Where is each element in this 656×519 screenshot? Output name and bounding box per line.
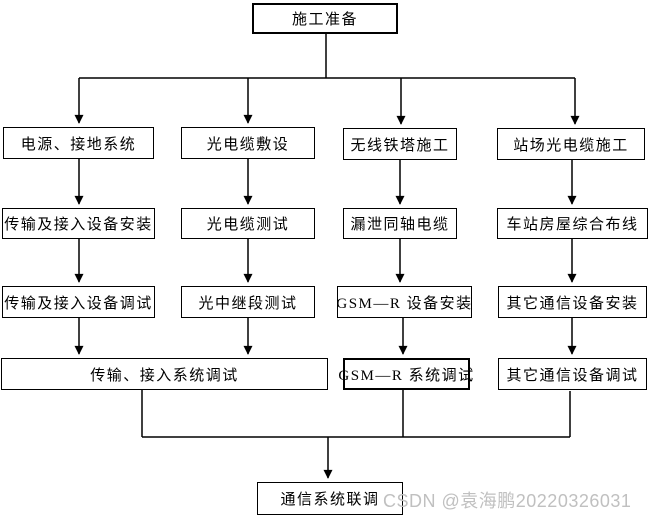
node-comm-system-joint-debug: 通信系统联调 [257,482,403,515]
node-transmission-access-equipment-install: 传输及接入设备安装 [2,208,155,239]
node-construction-preparation: 施工准备 [252,3,398,34]
node-wireless-tower-construction: 无线铁塔施工 [343,128,457,160]
node-power-grounding-system: 电源、接地系统 [3,127,154,159]
node-gsmr-equipment-install: GSM—R 设备安装 [336,286,472,318]
node-transmission-access-equipment-debug: 传输及接入设备调试 [2,286,155,318]
node-other-comm-equipment-debug: 其它通信设备调试 [498,358,647,390]
node-station-building-integrated-wiring: 车站房屋综合布线 [497,208,648,239]
csdn-watermark: CSDN @袁海鹏20220326031 [383,491,632,511]
node-optical-repeater-section-test: 光中继段测试 [181,286,315,318]
node-transmission-access-system-debug: 传输、接入系统调试 [1,358,328,390]
node-gsmr-system-debug: GSM—R 系统调试 [338,358,473,390]
node-optical-cable-test: 光电缆测试 [181,208,315,239]
node-optical-cable-laying: 光电缆敷设 [181,127,315,159]
node-other-comm-equipment-install: 其它通信设备安装 [498,286,647,318]
node-station-optical-cable-construction: 站场光电缆施工 [497,128,645,160]
node-leaky-coaxial-cable: 漏泄同轴电缆 [343,208,457,239]
